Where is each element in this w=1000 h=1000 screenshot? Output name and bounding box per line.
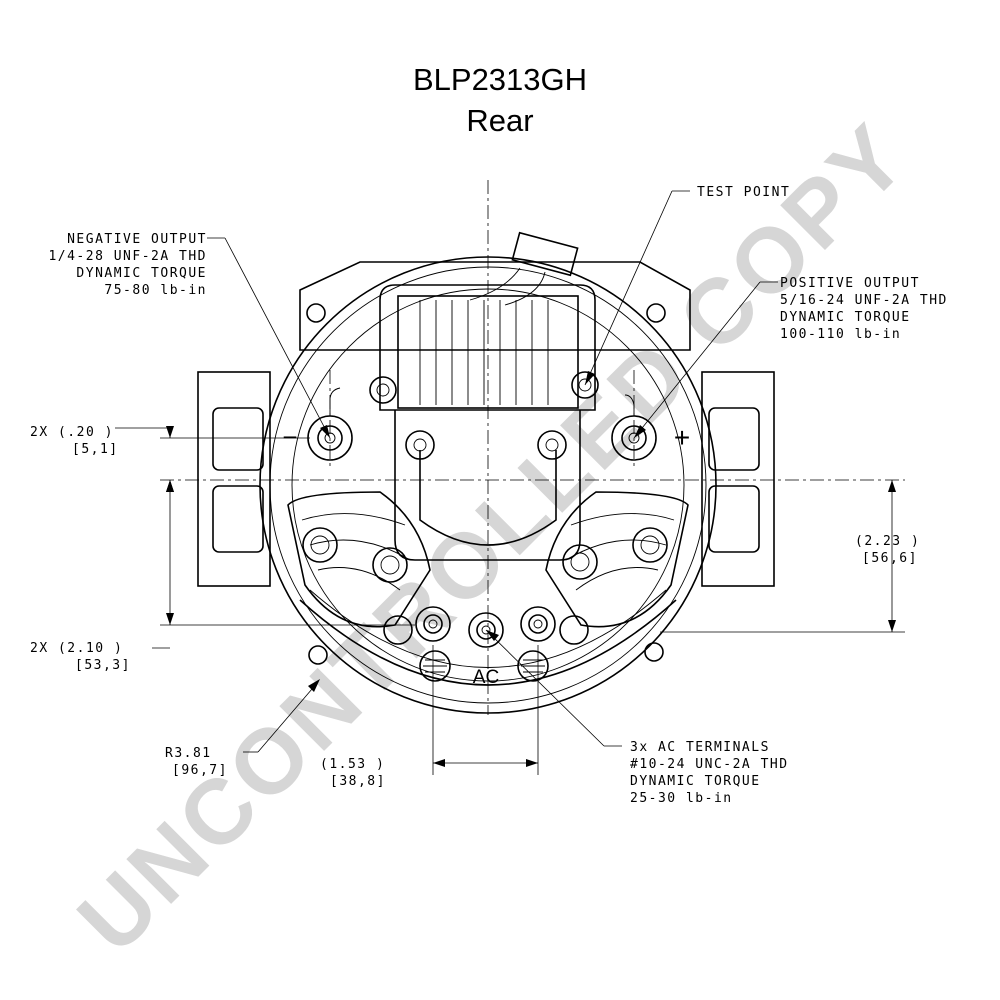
dim-223-in: (2.23 ) [855, 534, 920, 549]
right-mounting-ears [701, 371, 775, 587]
dimension-r381 [243, 679, 320, 753]
positive-symbol: + [674, 422, 690, 453]
test-point-label: TEST POINT [697, 185, 790, 200]
negative-output-line3: DYNAMIC TORQUE [76, 266, 207, 281]
top-flange [299, 261, 691, 351]
leader-ac-terminals [485, 629, 622, 747]
dim-r381-in: R3.81 [165, 746, 212, 761]
dimension-223 [660, 480, 905, 633]
ac-terminals-line1: 3x AC TERMINALS [630, 740, 770, 755]
dimension-153 [432, 645, 539, 775]
ac-terminals [415, 606, 556, 682]
dim-153-in: (1.53 ) [320, 757, 385, 772]
dim-020-mm: [5,1] [72, 442, 119, 457]
regulator-screws [369, 371, 599, 460]
left-mounting-ears [197, 371, 271, 587]
negative-output-line1: NEGATIVE OUTPUT [67, 232, 207, 247]
view-subtitle: Rear [466, 103, 533, 138]
dim-r381-mm: [96,7] [172, 763, 228, 778]
brush-housing [394, 410, 581, 561]
negative-symbol: − [282, 422, 297, 452]
dim-223-mm: [56,6] [862, 551, 918, 566]
dimension-210 [152, 480, 415, 649]
dim-210-mm: [53,3] [75, 658, 131, 673]
positive-output-line1: POSITIVE OUTPUT [780, 276, 920, 291]
housing-bolts [306, 303, 666, 665]
centerlines [160, 180, 905, 715]
dim-153-mm: [38,8] [330, 774, 386, 789]
dim-020-in: 2X (.20 ) [30, 425, 114, 440]
positive-output-line3: DYNAMIC TORQUE [780, 310, 911, 325]
leader-positive-output [633, 281, 778, 439]
test-point-connector [469, 231, 579, 306]
positive-output-line2: 5/16-24 UNF-2A THD [780, 293, 948, 308]
negative-output-line4: 75-80 lb-in [104, 283, 207, 298]
leader-negative-output [207, 237, 331, 439]
dim-210-in: 2X (2.10 ) [30, 641, 123, 656]
ac-terminals-line4: 25-30 lb-in [630, 791, 733, 806]
right-rectifier-heatsink [545, 491, 689, 645]
model-title: BLP2313GH [413, 62, 587, 97]
ac-terminals-line3: DYNAMIC TORQUE [630, 774, 761, 789]
ac-label: AC [473, 667, 499, 688]
leader-test-point [584, 190, 690, 386]
ac-terminals-line2: #10-24 UNC-2A THD [630, 757, 789, 772]
left-rectifier-heatsink [287, 491, 431, 645]
negative-output-line2: 1/4-28 UNF-2A THD [48, 249, 207, 264]
positive-output-line4: 100-110 lb-in [780, 327, 901, 342]
